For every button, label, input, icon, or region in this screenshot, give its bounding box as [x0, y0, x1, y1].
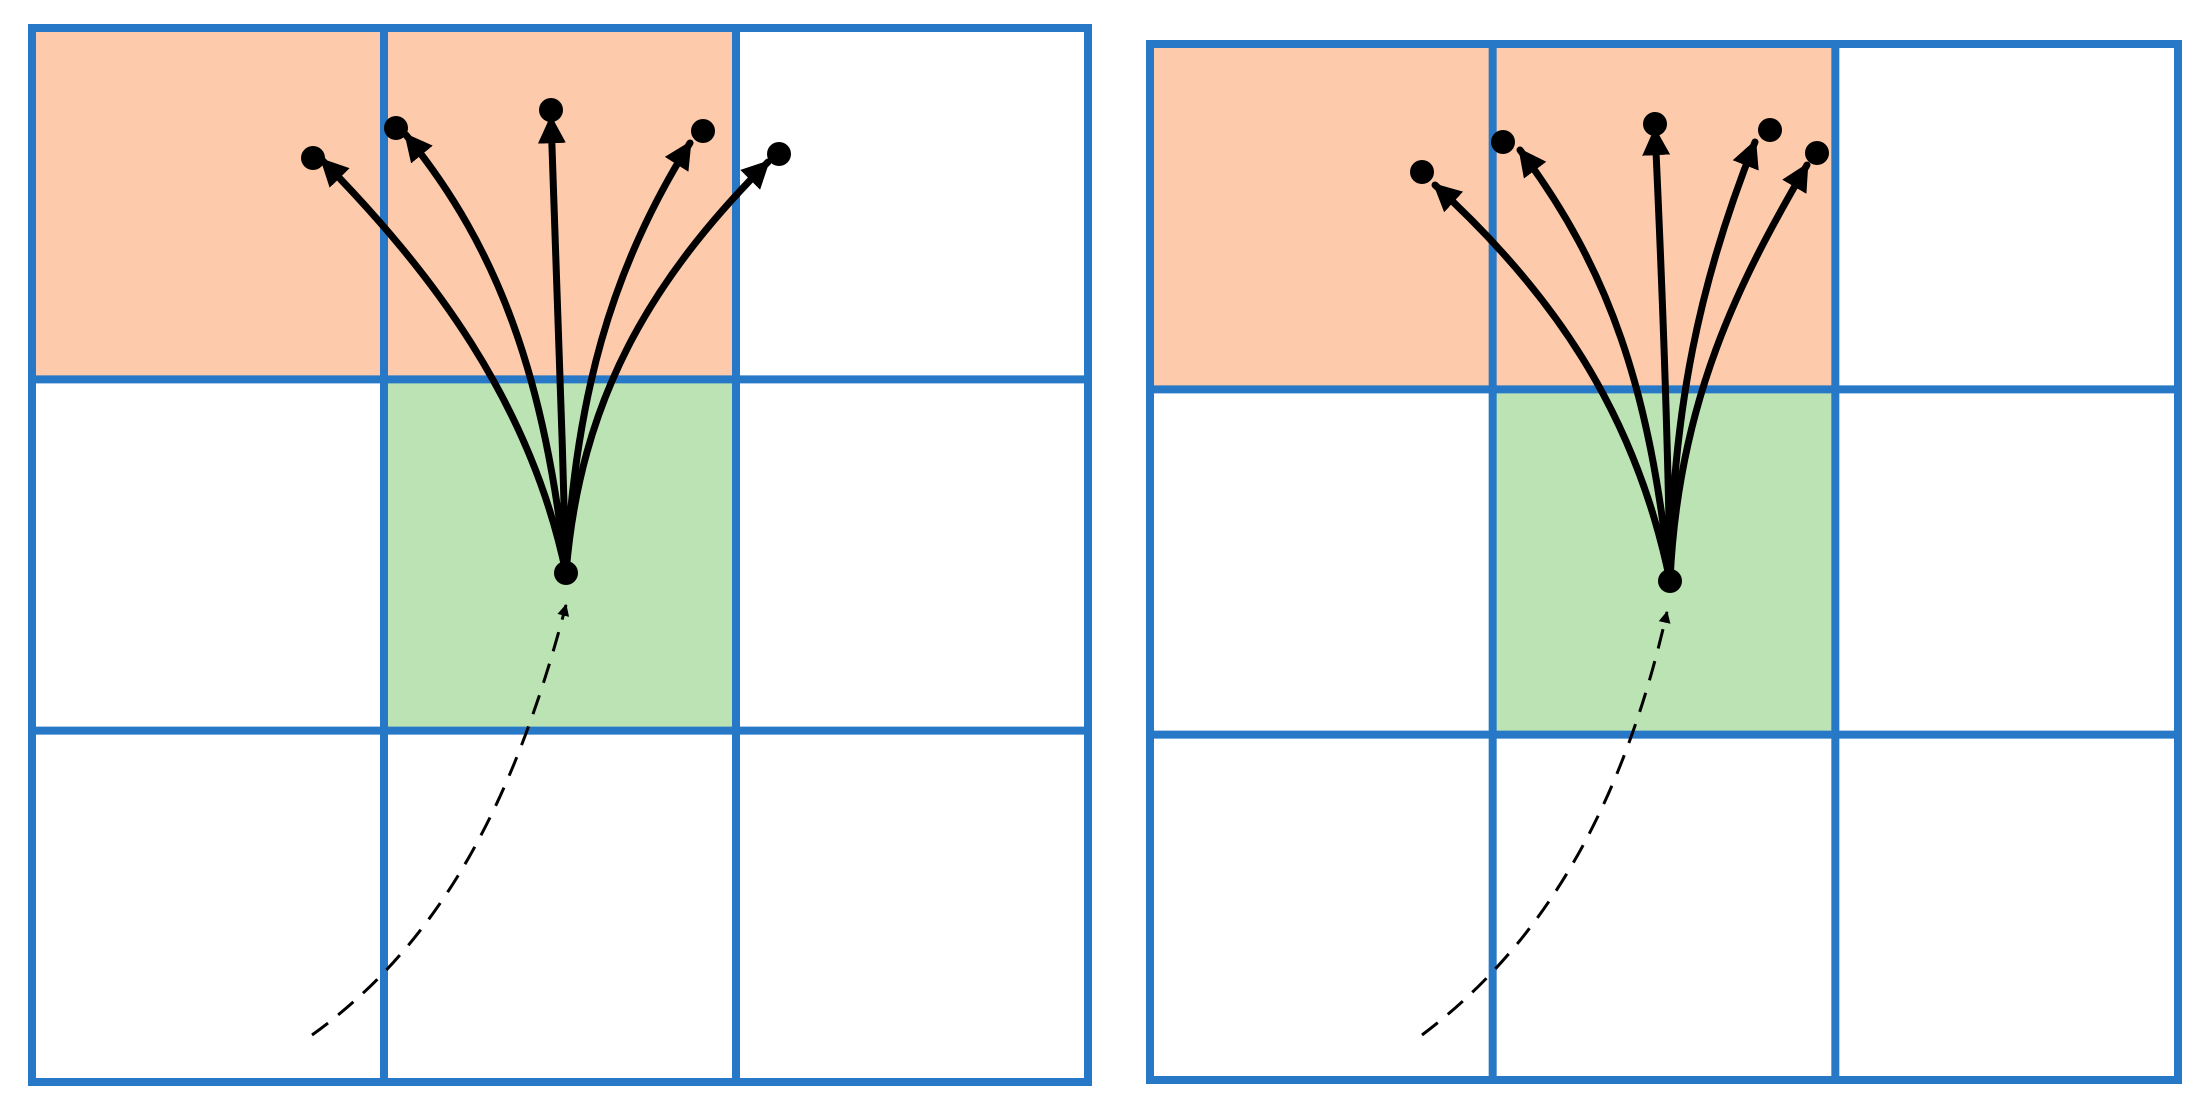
branch-arrow-2 [1516, 146, 1674, 585]
panel-left [28, 24, 1092, 1086]
branch-endpoint-2 [384, 116, 408, 140]
branch-endpoint-3 [539, 98, 563, 122]
grid-cell [736, 730, 1088, 1082]
target-cell [1150, 44, 1493, 390]
panel-left-trajectories [301, 98, 791, 1037]
grid-cell [736, 379, 1088, 731]
branch-endpoint-5 [767, 142, 791, 166]
grid-cell [1835, 44, 2178, 390]
branch-endpoint-1 [301, 146, 325, 170]
branch-endpoint-1 [1410, 160, 1434, 184]
grid-cell [1835, 734, 2178, 1080]
branch-endpoint-4 [691, 119, 715, 143]
grid-cell [1150, 734, 1493, 1080]
grid-cell [736, 28, 1088, 380]
branch-arrow-4 [562, 139, 694, 577]
branch-arrow-3 [537, 114, 570, 577]
branch-arrow-4 [1666, 138, 1759, 585]
grid-cell [32, 730, 384, 1082]
panel-right-grid [1146, 40, 2182, 1084]
target-cell [32, 28, 384, 380]
grid-cell [1835, 389, 2178, 735]
panel-right-trajectories [1410, 112, 1829, 1037]
branch-arrow-1 [318, 156, 570, 577]
incoming-dashed-path [1421, 610, 1671, 1037]
branch-arrow-5 [562, 158, 772, 577]
panel-right-cells [1150, 44, 2178, 1080]
branch-endpoint-5 [1805, 141, 1829, 165]
branch-arrow-2 [402, 131, 570, 577]
branch-arrow-5 [1666, 161, 1811, 585]
panel-right [1146, 40, 2182, 1084]
branch-endpoint-4 [1758, 118, 1782, 142]
grid-cell [384, 730, 736, 1082]
grid-cell [32, 379, 384, 731]
branch-arrow-1 [1431, 181, 1674, 585]
grid-cell [1150, 389, 1493, 735]
branch-endpoint-2 [1491, 130, 1515, 154]
grid-cell [1492, 734, 1836, 1080]
branch-endpoint-3 [1643, 112, 1667, 136]
